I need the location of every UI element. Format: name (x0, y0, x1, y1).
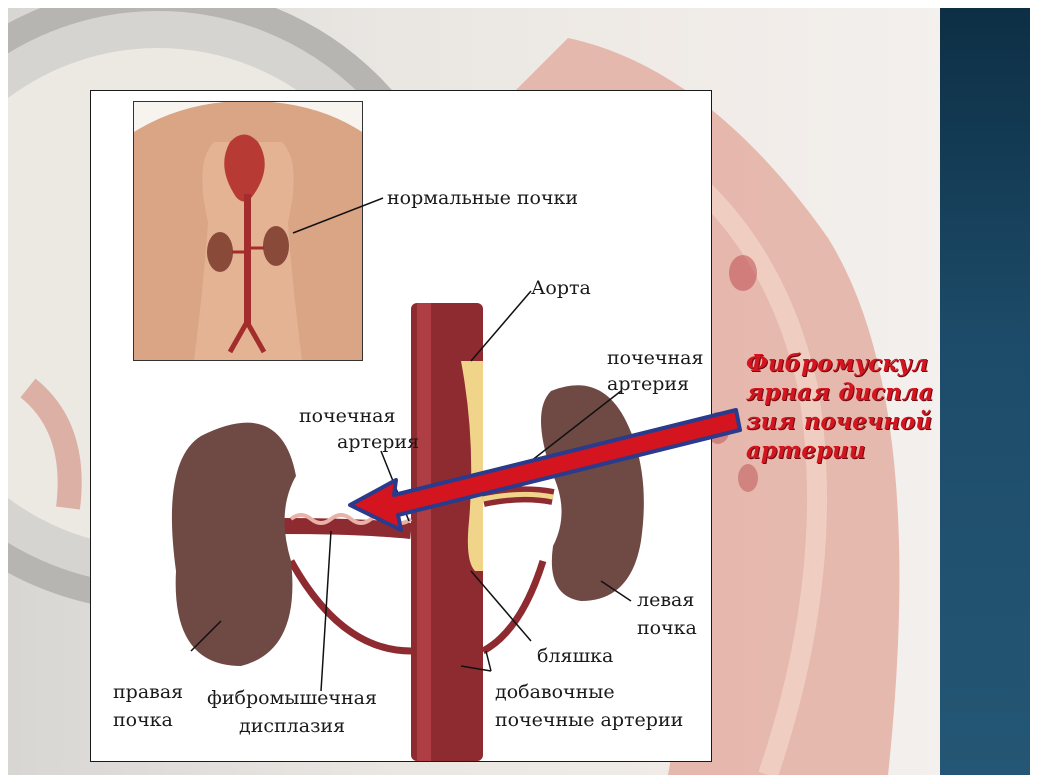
callout-arrow-shape (350, 410, 740, 530)
callout-title: Фибромускулярная дисплазия почечной арте… (746, 349, 946, 465)
slide-background: нормальные почки Аорта почечная артерия … (8, 8, 1030, 775)
